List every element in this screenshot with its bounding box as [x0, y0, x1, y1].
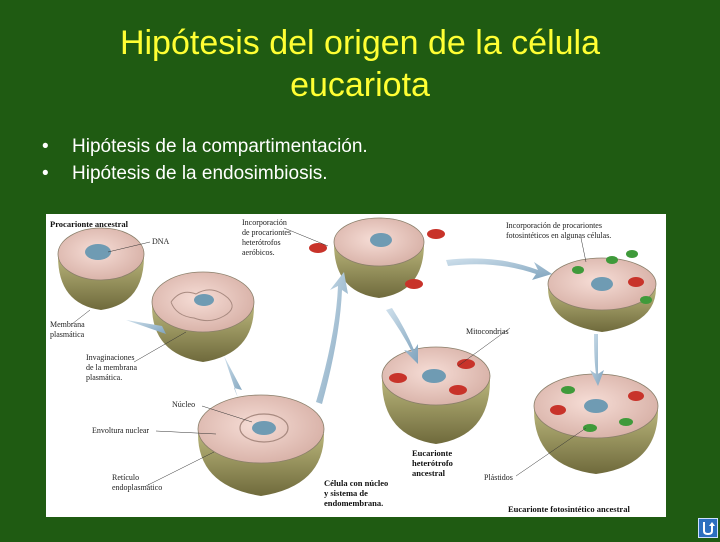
cell-endomembrana	[198, 395, 324, 496]
plastid-icon	[572, 266, 584, 274]
label-celula-1: Célula con núcleo	[324, 478, 388, 488]
label-incorp-fot-1: Incorporación de procariontes	[506, 221, 602, 230]
bullet-list: Hipótesis de la compartimentación. Hipót…	[42, 133, 368, 187]
bullet-item: Hipótesis de la compartimentación.	[42, 133, 368, 160]
label-membrana-1: Membrana	[50, 320, 85, 329]
return-icon[interactable]	[698, 518, 718, 538]
label-invag-2: de la membrana	[86, 363, 138, 372]
label-incorp-aer-3: heterótrofos	[242, 238, 281, 247]
endosymbiosis-figure: Procarionte ancestral DNA Membrana plasm…	[46, 214, 666, 517]
label-incorp-aer-2: de procariontes	[242, 228, 291, 237]
cell-incorporacion-heterotrofos	[309, 218, 445, 298]
cell-eucarionte-fotosintetico	[534, 374, 658, 474]
label-celula-3: endomembrana.	[324, 498, 383, 508]
label-incorp-fot-2: fotosintéticos en algunas células.	[506, 231, 611, 240]
label-euc-het-3: ancestral	[412, 468, 446, 478]
nucleus-icon	[252, 421, 276, 435]
bullet-item: Hipótesis de la endosimbiosis.	[42, 160, 368, 187]
label-incorp-aer-1: Incorporación	[242, 218, 287, 227]
label-envoltura: Envoltura nuclear	[92, 426, 149, 435]
label-euc-het-2: heterótrofo	[412, 458, 453, 468]
label-invag-1: Invaginaciones	[86, 353, 134, 362]
label-reticulo-2: endoplasmático	[112, 483, 162, 492]
label-celula-2: y sistema de	[324, 488, 368, 498]
label-plastidos: Plástidos	[484, 473, 513, 482]
label-nucleo: Núcleo	[172, 400, 195, 409]
cell-procarionte	[58, 228, 144, 310]
label-invag-3: plasmática.	[86, 373, 122, 382]
label-reticulo-1: Retículo	[112, 473, 139, 482]
title-line-1: Hipótesis del origen de la célula	[0, 22, 720, 64]
label-procarionte: Procarionte ancestral	[50, 219, 129, 229]
figure-svg: Procarionte ancestral DNA Membrana plasm…	[46, 214, 666, 517]
label-membrana-2: plasmática	[50, 330, 85, 339]
label-euc-fot: Eucarionte fotosintético ancestral	[508, 504, 630, 514]
cell-eucarionte-heterotrofo	[382, 347, 490, 444]
label-mitocondrias: Mitocondrias	[466, 327, 509, 336]
cell-incorporacion-fotosinteticos	[548, 250, 656, 332]
slide-title: Hipótesis del origen de la célula eucari…	[0, 22, 720, 106]
return-icon-glyph	[699, 519, 717, 537]
dna-icon	[85, 244, 111, 260]
cell-invaginaciones	[152, 272, 254, 362]
label-dna: DNA	[152, 237, 170, 246]
label-euc-het-1: Eucarionte	[412, 448, 452, 458]
label-incorp-aer-4: aeróbicos.	[242, 248, 275, 257]
title-line-2: eucariota	[0, 64, 720, 106]
